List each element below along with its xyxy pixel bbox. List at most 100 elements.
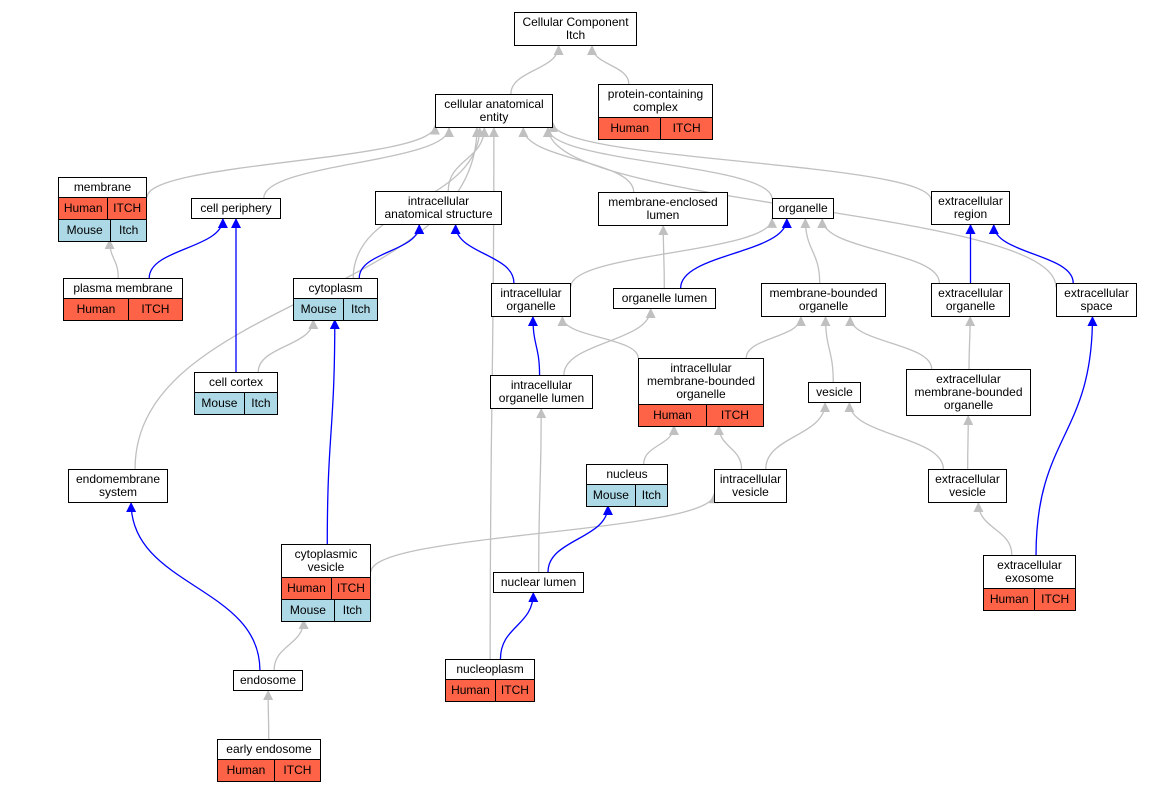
node-endosome: endosome [233, 670, 303, 691]
node-label: vesicle [816, 385, 853, 399]
edge-intravesicle-to-imbo [713, 425, 743, 470]
node-mel: membrane-enclosed lumen [598, 192, 728, 226]
gene-cell: ITCH [127, 299, 182, 320]
node-imbo: intracellular membrane-bounded organelle… [638, 358, 764, 427]
node-label: cell cortex [208, 375, 264, 389]
edge-plasma-to-cellperiphery [148, 218, 228, 279]
edge-imbo-to-intraorg [557, 316, 639, 359]
species-cell: Human [451, 683, 490, 697]
edge-nucleoplasm-to-nuclumen [499, 592, 539, 660]
node-label: extracellular membrane-bounded organelle [914, 372, 1023, 412]
node-extravesicle: extracellular vesicle [928, 469, 1007, 503]
node-ias: intracellular anatomical structure [375, 191, 502, 225]
node-label: membrane-bounded organelle [769, 286, 878, 313]
species-cell: Mouse [289, 603, 326, 617]
edge-cellcortex-to-cytoplasm [257, 319, 319, 373]
node-label: intracellular vesicle [719, 472, 782, 499]
edge-extraregion-to-cae [548, 122, 932, 201]
node-extraregion: extracellular region [931, 191, 1010, 225]
node-label: nucleus [606, 467, 648, 481]
edge-earlyendo-to-endosome [263, 690, 274, 740]
gene-cell: Itch [243, 393, 277, 414]
gene-cell: ITCH [705, 405, 763, 426]
edge-vesicle-to-mbo [820, 316, 834, 383]
gene-cell: Itch [634, 485, 667, 506]
node-label: nuclear lumen [500, 575, 577, 589]
gene-cell: ITCH [273, 760, 320, 781]
node-cae: cellular anatomical entity [435, 94, 553, 128]
node-label: cytoplasmic vesicle [294, 547, 358, 574]
edge-extravesicle-to-vesicle [844, 402, 944, 470]
edge-cytovesicle-to-intravesicle [370, 493, 719, 572]
edge-intraorg-to-organelle [570, 217, 777, 287]
node-label: extracellular space [1064, 286, 1129, 313]
species-cell: Human [610, 121, 650, 135]
node-vesicle: vesicle [808, 382, 861, 403]
edge-orglumen-to-organelle [680, 218, 792, 289]
edge-mel-to-cae [518, 127, 635, 193]
node-label: extracellular region [938, 194, 1003, 221]
species-cell: Human [653, 408, 692, 422]
edge-extraorg-to-organelle [817, 218, 941, 284]
edge-endosome-to-endomembrane [126, 502, 261, 671]
edge-extraspace-to-extraregion [988, 224, 1074, 284]
edge-cytoplasm-to-ias [358, 224, 425, 279]
node-label: intracellular anatomical structure [384, 194, 493, 221]
edge-cytovesicle-to-cytoplasm [326, 319, 340, 545]
edge-embo-to-extraorg [965, 316, 976, 370]
edge-organelle-to-cae [542, 127, 773, 199]
edge-cellperiphery-to-cae [263, 127, 454, 199]
gene-cell: ITCH [107, 198, 146, 219]
node-embo: extracellular membrane-bounded organelle [906, 369, 1031, 416]
edge-nuclumen-to-nucleus [547, 505, 613, 573]
node-label: endomembrane system [75, 472, 161, 499]
annotation-row: Human ITCH [446, 679, 534, 701]
node-label: protein-containing complex [607, 87, 704, 114]
node-label: extracellular vesicle [935, 472, 1000, 499]
node-label: early endosome [226, 742, 312, 756]
node-root: Cellular Component Itch [514, 12, 637, 46]
node-label: intracellular organelle lumen [498, 378, 585, 405]
edge-nucleus-to-imbo [643, 425, 679, 465]
edge-membrane-to-cae [146, 124, 440, 198]
node-label: Cellular Component Itch [522, 15, 629, 42]
species-cell: Mouse [201, 396, 238, 410]
gene-cell: ITCH [1034, 589, 1075, 610]
node-label: cellular anatomical entity [444, 97, 544, 124]
node-extraorg: extracellular organelle [931, 283, 1010, 317]
annotation-row: Human ITCH [639, 404, 763, 426]
gene-cell: ITCH [494, 680, 534, 701]
edge-pcc-to-root [587, 45, 630, 85]
edge-extravesicle-to-embo [963, 415, 974, 470]
node-label: cell periphery [200, 201, 272, 215]
annotation-row: Mouse Itch [282, 599, 370, 621]
gene-cell: ITCH [330, 578, 370, 599]
node-extraspace: extracellular space [1056, 283, 1137, 317]
edge-imbo-to-mbo [745, 316, 806, 359]
gene-cell: Itch [343, 299, 377, 320]
species-cell: Mouse [300, 302, 337, 316]
edge-plasma-to-membrane [104, 239, 119, 279]
node-label: intracellular organelle [500, 286, 562, 313]
annotation-row: Mouse Itch [294, 298, 377, 320]
node-nuclumen: nuclear lumen [493, 572, 584, 593]
gene-cell: Itch [333, 600, 370, 621]
species-cell: Human [76, 302, 116, 316]
edge-intravesicle-to-vesicle [765, 402, 831, 470]
node-label: plasma membrane [73, 281, 173, 295]
edge-intraorg-to-ias [450, 224, 515, 284]
node-label: membrane-enclosed lumen [608, 195, 718, 222]
edge-mbo-to-organelle [800, 218, 821, 284]
node-iol: intracellular organelle lumen [490, 375, 593, 409]
node-label: extracellular organelle [938, 286, 1003, 313]
